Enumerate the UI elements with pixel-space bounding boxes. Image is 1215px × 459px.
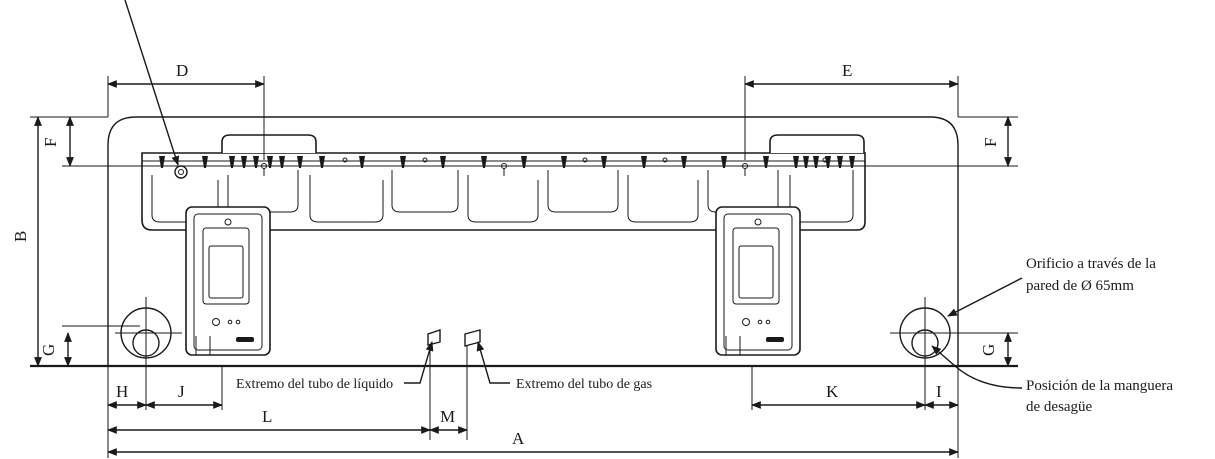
plate-slot <box>297 156 303 168</box>
dim-label-b: B <box>11 231 30 242</box>
dim-label-g-right: G <box>979 344 998 356</box>
wall-hole-callout-line1: Orificio a través de la <box>1026 256 1156 272</box>
wall-hole-leader <box>947 277 1023 317</box>
dim-label-i: I <box>936 382 942 401</box>
plate-slot <box>521 156 527 168</box>
plate-slot <box>229 156 235 168</box>
plate-slot <box>681 156 687 168</box>
drain-leader <box>931 345 1023 389</box>
plate-slot <box>202 156 208 168</box>
plate-slot <box>813 156 819 168</box>
liquid-tube-callout: Extremo del tubo de líquido <box>236 377 393 392</box>
plate-slot <box>241 156 247 168</box>
gas-tube-callout: Extremo del tubo de gas <box>516 377 652 392</box>
plate-slot <box>837 156 843 168</box>
plate-slot <box>359 156 365 168</box>
dim-label-g-left: G <box>39 344 58 356</box>
plate-slot <box>849 156 855 168</box>
dim-label-j: J <box>178 382 185 401</box>
top-leader-line <box>124 0 180 166</box>
gas-tube-leader <box>476 341 510 384</box>
dim-label-k: K <box>826 382 839 401</box>
plate-slot <box>803 156 809 168</box>
right-support-bracket <box>715 206 801 356</box>
dim-label-m: M <box>440 407 455 426</box>
drain-callout-line2: de desagüe <box>1026 399 1093 415</box>
plate-slot <box>601 156 607 168</box>
dim-label-l: L <box>262 407 272 426</box>
liquid-tube-leader <box>404 341 434 384</box>
plate-slot <box>641 156 647 168</box>
dim-label-h: H <box>116 382 128 401</box>
plate-slot <box>763 156 769 168</box>
dim-label-f-right: F <box>981 138 1000 147</box>
dim-label-f-left: F <box>41 138 60 147</box>
dim-label-d: D <box>176 61 188 80</box>
plate-slot <box>481 156 487 168</box>
indoor-unit-outline <box>107 116 959 366</box>
left-support-bracket <box>185 206 271 356</box>
plate-slot <box>319 156 325 168</box>
left-wall-hole <box>115 297 182 410</box>
plate-slot <box>279 156 285 168</box>
dim-label-a: A <box>512 429 525 448</box>
wall-hole-callout-line2: pared de Ø 65mm <box>1026 278 1134 294</box>
liquid-tube-end <box>427 329 441 440</box>
plate-slot <box>793 156 799 168</box>
plate-slot <box>721 156 727 168</box>
drain-callout-line1: Posición de la manguera <box>1026 378 1173 394</box>
plate-slot <box>253 156 259 168</box>
plate-slot <box>561 156 567 168</box>
dim-label-e: E <box>842 61 852 80</box>
mounting-plate <box>141 134 866 231</box>
gas-tube-end <box>464 329 481 440</box>
plate-slot <box>400 156 406 168</box>
plate-slot <box>159 156 165 168</box>
plate-slot <box>440 156 446 168</box>
right-wall-hole <box>890 297 1018 410</box>
plate-slot <box>267 156 273 168</box>
